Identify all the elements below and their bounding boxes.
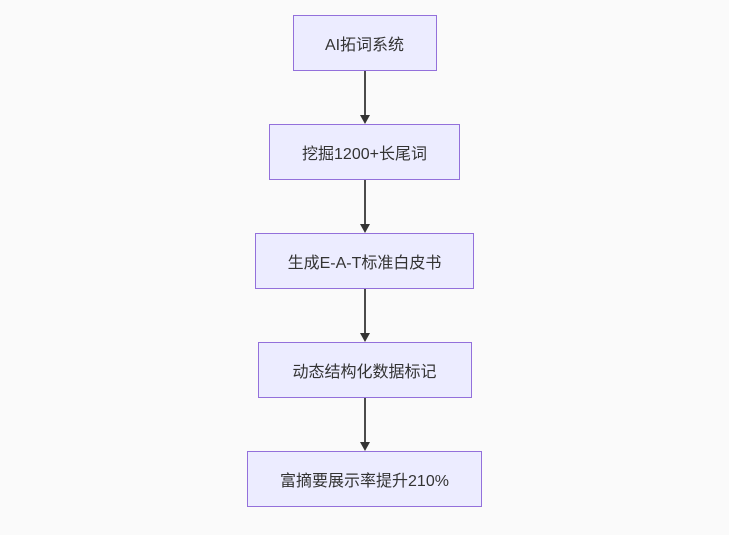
flow-node-ai-word-expansion-system: AI拓词系统 <box>292 15 437 71</box>
arrow-down-head-icon <box>359 333 370 342</box>
arrow-connector-1 <box>359 71 370 124</box>
flow-node-rich-snippet-rate-up-210: 富摘要展示率提升210% <box>247 451 482 507</box>
arrow-down-head-icon <box>359 224 370 233</box>
flowchart: AI拓词系统 挖掘1200+长尾词 生成E-A-T标准白皮书 动态结构化数据标记… <box>7 0 722 507</box>
arrow-connector-4 <box>359 398 370 451</box>
arrow-line <box>363 398 366 442</box>
arrow-line <box>363 289 366 333</box>
arrow-connector-2 <box>359 180 370 233</box>
flow-node-generate-eat-whitepaper: 生成E-A-T标准白皮书 <box>255 233 474 289</box>
flow-node-dynamic-structured-data-markup: 动态结构化数据标记 <box>257 342 472 398</box>
arrow-connector-3 <box>359 289 370 342</box>
arrow-line <box>363 71 366 115</box>
arrow-line <box>363 180 366 224</box>
arrow-down-head-icon <box>359 115 370 124</box>
flow-node-mine-longtail-keywords: 挖掘1200+长尾词 <box>269 124 460 180</box>
arrow-down-head-icon <box>359 442 370 451</box>
